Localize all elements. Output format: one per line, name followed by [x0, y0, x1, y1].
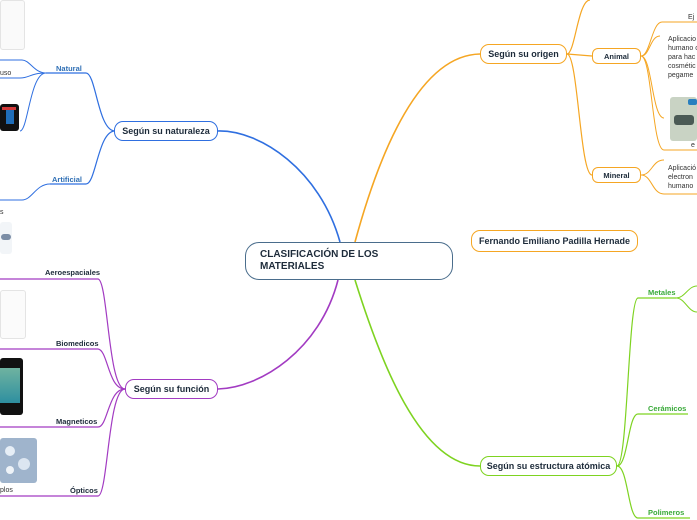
link-origen-top [566, 0, 591, 55]
link-estructura-ceramicos [616, 413, 688, 467]
link-artificial-s [0, 183, 51, 201]
author-label: Fernando Emiliano Padilla Hernade [478, 236, 631, 246]
link-central-funcion [217, 279, 339, 390]
note-mineral: Aplicació electron humano [668, 164, 696, 191]
link-funcion-bio [0, 348, 126, 390]
subnode-polimeros[interactable]: Polimeros [648, 508, 685, 517]
note-animal-line: cosmétic [668, 63, 696, 70]
link-animal-text [640, 35, 661, 57]
subnode-ceramicos[interactable]: Cerámicos [648, 404, 687, 413]
image-natural-top[interactable] [0, 0, 25, 50]
subnode-magneticos[interactable]: Magneticos [56, 417, 98, 426]
link-natural-uso [0, 72, 47, 79]
branch-origen-label: Según su origen [488, 49, 559, 59]
link-mineral-text [640, 159, 665, 176]
link-origen-animal [566, 53, 593, 57]
note-uso: uso [0, 70, 12, 77]
link-naturaleza-natural [46, 72, 116, 132]
link-metales-out-b [675, 297, 697, 313]
branch-funcion-label: Según su función [133, 384, 210, 394]
subnode-artificial[interactable]: Artificial [52, 175, 83, 184]
note-s: s [0, 209, 4, 216]
link-metales-out [675, 285, 697, 299]
link-animal-e [640, 55, 697, 151]
note-animal-line: humano o [668, 45, 697, 52]
note-animal: Aplicacio humano o para hac cosmétic peg… [668, 35, 697, 80]
note-animal-line: Aplicacio [668, 36, 697, 43]
image-biomedicos[interactable] [0, 290, 26, 339]
link-natural-image [19, 72, 47, 132]
branch-estructura[interactable]: Según su estructura atómica [480, 456, 617, 476]
note-plos: plos [0, 487, 13, 494]
subnode-aeroespaciales[interactable]: Aeroespaciales [45, 268, 101, 277]
author-node[interactable]: Fernando Emiliano Padilla Hernade [471, 230, 638, 252]
note-animal-line: para hac [668, 54, 696, 61]
note-mineral-line: electron [668, 174, 693, 181]
branch-estructura-label: Según su estructura atómica [486, 461, 611, 471]
note-mineral-line: Aplicació [668, 165, 697, 172]
subnode-opticos[interactable]: Ópticos [70, 486, 98, 495]
image-magneticos[interactable] [0, 358, 23, 415]
link-central-naturaleza [217, 130, 341, 243]
image-animal[interactable] [670, 97, 697, 141]
branch-funcion[interactable]: Según su función [125, 379, 218, 399]
link-funcion-mag [0, 388, 126, 428]
note-mineral-line: humano [668, 183, 694, 190]
link-mineral-text-b [640, 174, 697, 195]
link-funcion-opt [0, 388, 126, 497]
subnode-mineral-label: Mineral [603, 170, 630, 180]
central-topic-label: CLASIFICACIÓN DE LOS MATERIALES [260, 249, 379, 272]
link-central-estructura [354, 279, 481, 467]
subnode-biomedicos[interactable]: Biomedicos [56, 339, 99, 348]
subnode-metales[interactable]: Metales [648, 288, 676, 297]
note-e: e [691, 142, 695, 149]
link-estructura-polimeros [616, 465, 690, 519]
branch-naturaleza-label: Según su naturaleza [122, 126, 210, 136]
subnode-natural[interactable]: Natural [56, 64, 82, 73]
central-topic[interactable]: CLASIFICACIÓN DE LOS MATERIALES [245, 242, 453, 280]
link-origen-mineral [566, 53, 593, 176]
link-funcion-aero [0, 278, 126, 390]
image-natural-photo[interactable] [0, 104, 19, 131]
link-animal-image [640, 55, 665, 119]
image-opticos[interactable] [0, 438, 37, 483]
link-natural-top [0, 59, 47, 74]
branch-naturaleza[interactable]: Según su naturaleza [114, 121, 218, 141]
link-estructura-metales [616, 297, 676, 467]
note-ej: Ej [688, 14, 695, 21]
link-central-origen [354, 53, 481, 243]
subnode-mineral[interactable]: Mineral [592, 167, 641, 183]
note-animal-line: pegame [668, 72, 694, 79]
link-naturaleza-artificial [50, 130, 116, 185]
subnode-animal[interactable]: Animal [592, 48, 641, 64]
image-aero[interactable] [0, 222, 12, 254]
branch-origen[interactable]: Según su origen [480, 44, 567, 64]
link-animal-ej [640, 21, 697, 57]
subnode-animal-label: Animal [603, 51, 629, 61]
